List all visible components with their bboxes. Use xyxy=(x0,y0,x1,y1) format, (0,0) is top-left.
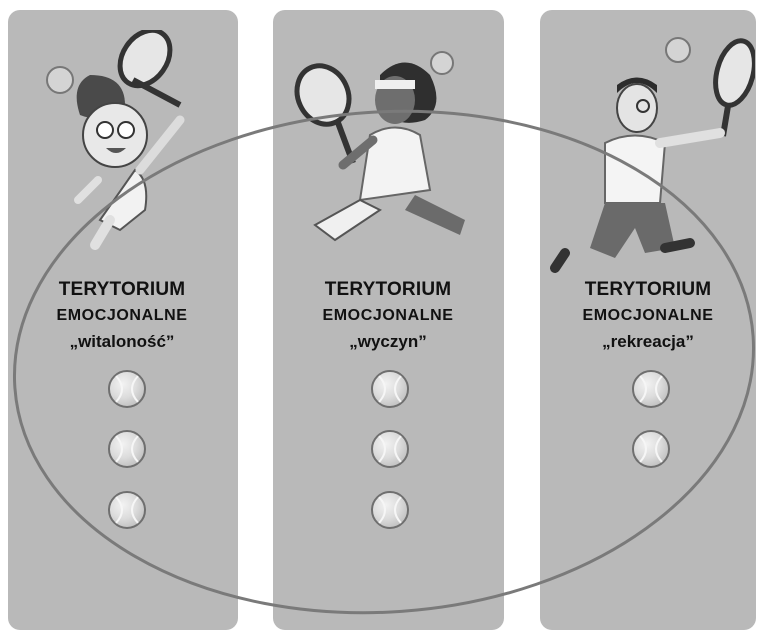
territory-heading: TERYTORIUM xyxy=(548,277,748,303)
tennis-ball-icon xyxy=(108,430,146,468)
tennis-ball-icon xyxy=(371,370,409,408)
territory-label-vitality: TERYTORIUM EMOCJONALNE „witaloność” xyxy=(22,277,222,355)
territory-heading: TERYTORIUM xyxy=(288,277,488,303)
woman-tennis-player-icon xyxy=(285,45,495,245)
territory-name: „wyczyn” xyxy=(288,329,488,355)
man-tennis-player-icon xyxy=(545,18,755,283)
territory-subheading: EMOCJONALNE xyxy=(548,303,748,329)
territory-subheading: EMOCJONALNE xyxy=(288,303,488,329)
territory-name: „witaloność” xyxy=(22,329,222,355)
tennis-ball-icon xyxy=(632,430,670,468)
territory-label-achievement: TERYTORIUM EMOCJONALNE „wyczyn” xyxy=(288,277,488,355)
tennis-ball-icon xyxy=(108,491,146,529)
tennis-ball-icon xyxy=(371,491,409,529)
territory-name: „rekreacja” xyxy=(548,329,748,355)
territory-label-recreation: TERYTORIUM EMOCJONALNE „rekreacja” xyxy=(548,277,748,355)
girl-tennis-player-icon xyxy=(40,30,220,260)
tennis-ball-icon xyxy=(632,370,670,408)
tennis-ball-icon xyxy=(108,370,146,408)
territory-heading: TERYTORIUM xyxy=(22,277,222,303)
tennis-ball-icon xyxy=(371,430,409,468)
territory-subheading: EMOCJONALNE xyxy=(22,303,222,329)
